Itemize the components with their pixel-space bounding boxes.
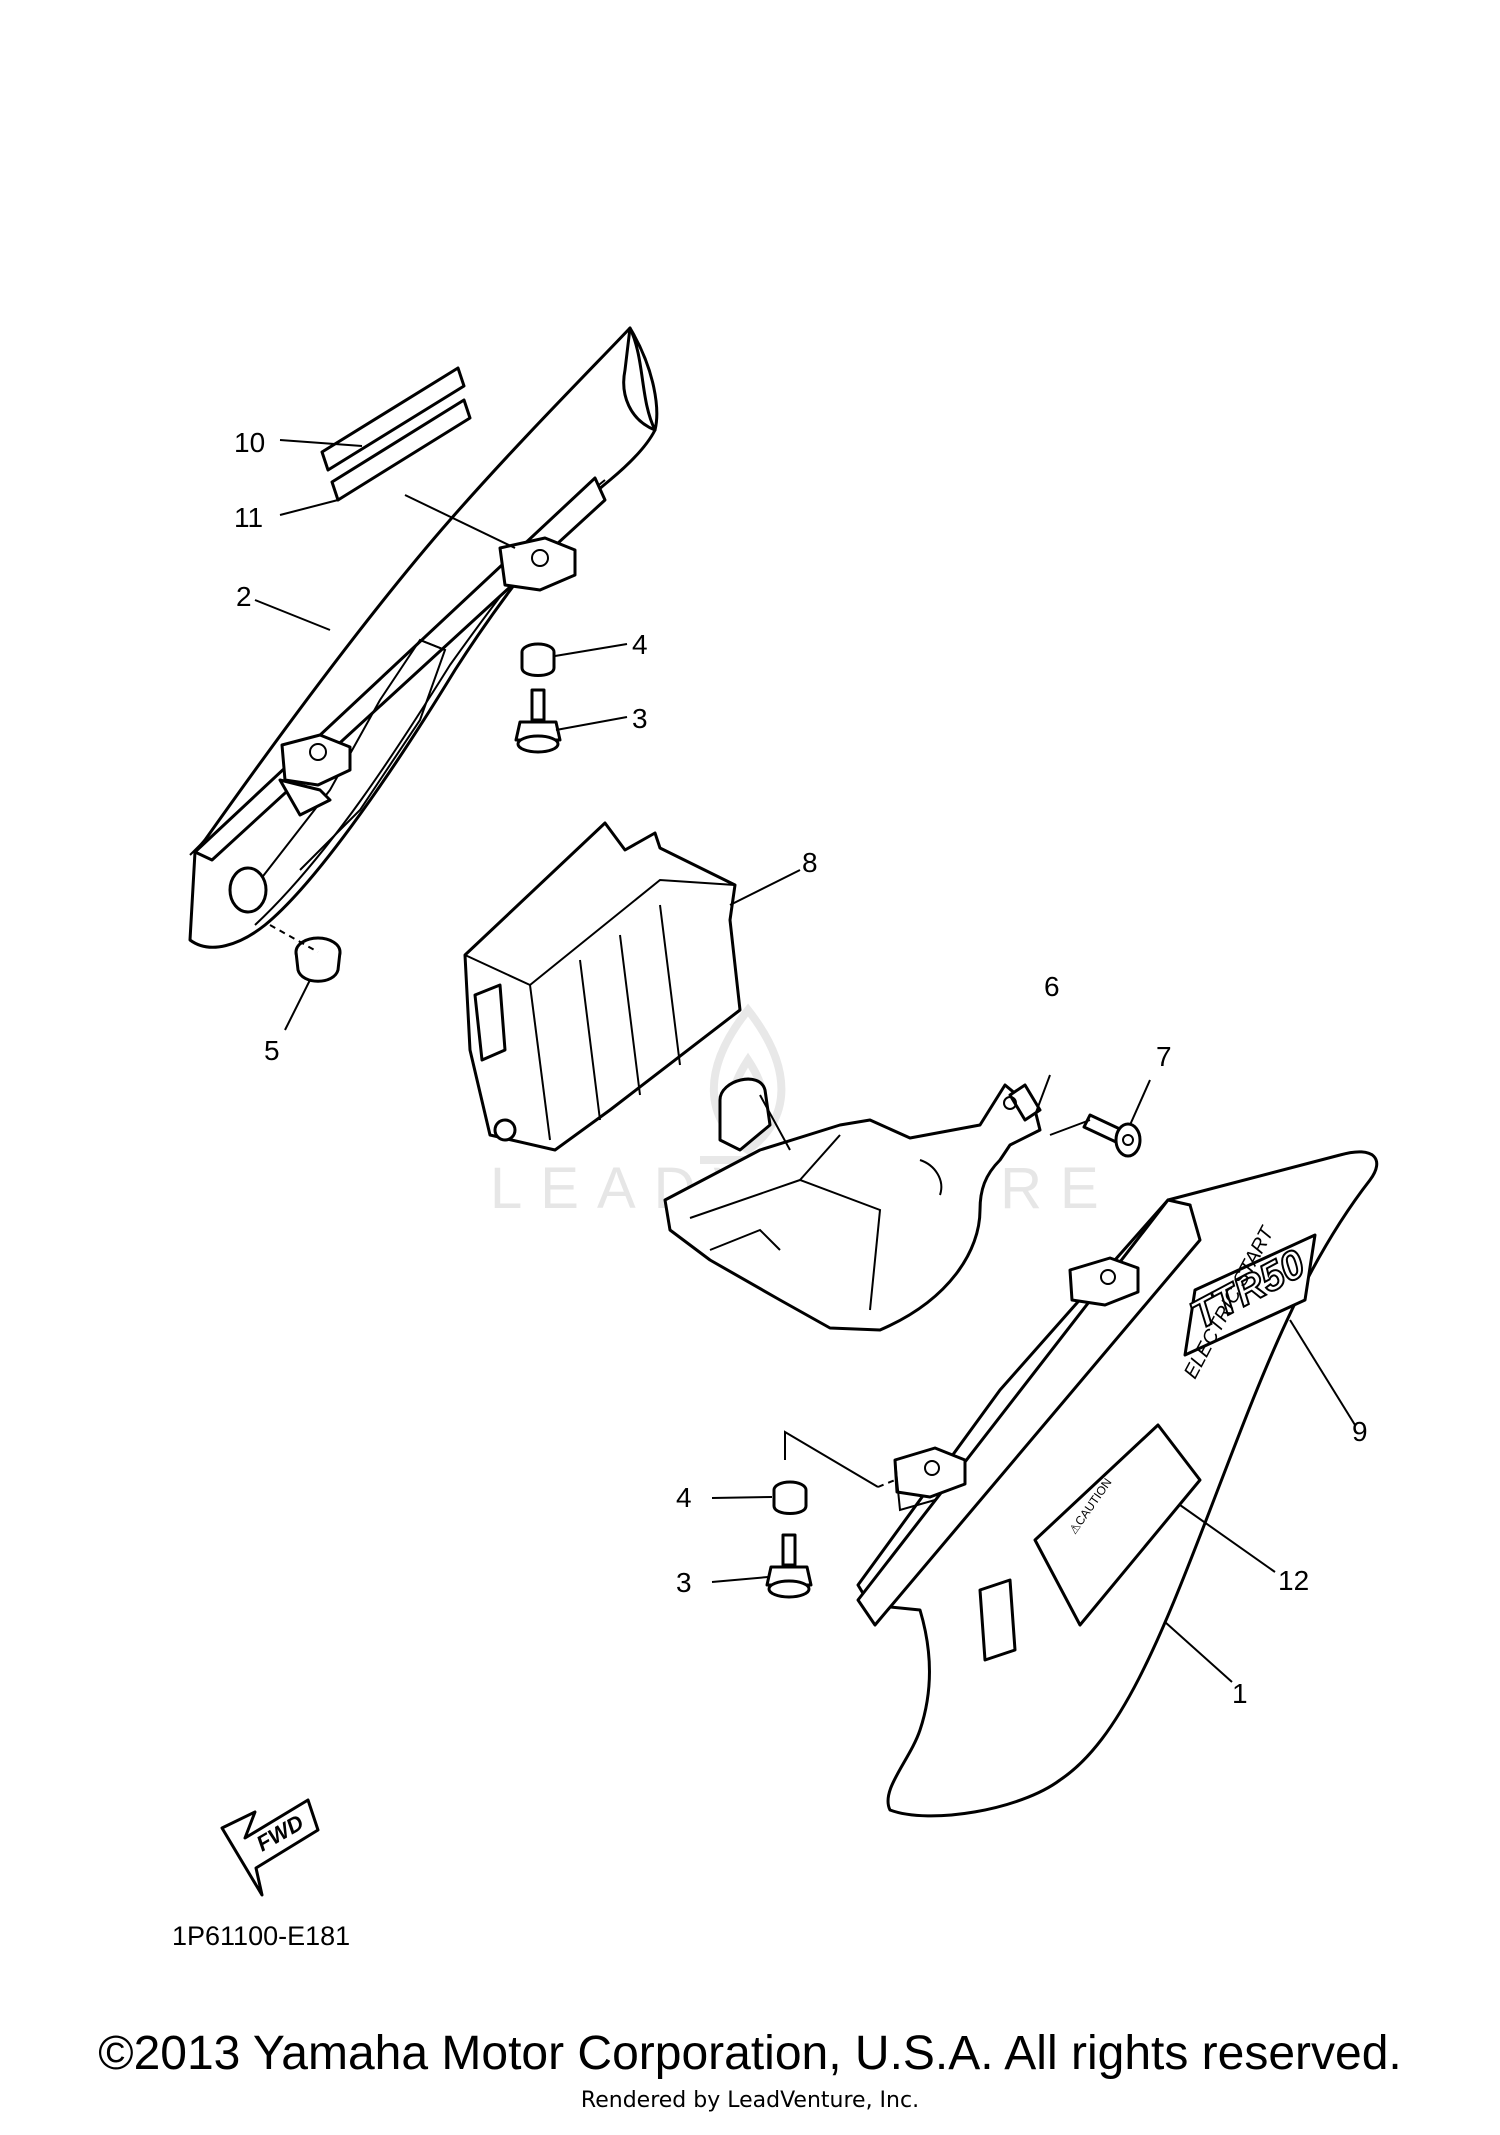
callout-6: 6 xyxy=(1044,971,1060,1002)
callout-4-lower: 4 xyxy=(676,1482,692,1513)
callout-7: 7 xyxy=(1156,1041,1172,1072)
decal-ttr50 xyxy=(1183,1233,1317,1357)
callout-4-upper: 4 xyxy=(632,629,648,660)
callout-8: 8 xyxy=(802,847,818,878)
bolt-lower xyxy=(765,1533,813,1599)
callout-3-upper: 3 xyxy=(632,703,648,734)
callout-numbers: 10 11 2 4 3 8 5 6 7 9 4 3 12 1 xyxy=(234,427,1368,1709)
decal-strip-10 xyxy=(320,366,466,472)
battery-cover xyxy=(663,1077,1042,1332)
callout-5: 5 xyxy=(264,1035,280,1066)
battery-box xyxy=(463,821,742,1152)
leader-lines xyxy=(254,439,1356,1683)
caution-label xyxy=(1033,1423,1202,1627)
side-cover-upper xyxy=(188,326,659,949)
diagram-code: 1P61100-E181 xyxy=(172,1921,350,1951)
callout-1: 1 xyxy=(1232,1678,1248,1709)
rendered-by-notice: Rendered by LeadVenture, Inc. xyxy=(580,2088,920,2113)
grommet xyxy=(294,936,342,983)
collar-upper xyxy=(520,642,556,677)
callout-9: 9 xyxy=(1352,1416,1368,1447)
side-cover-lower: TTR50 ELECTRIC START ⚠CAUTION xyxy=(856,1150,1379,1818)
callout-10: 10 xyxy=(234,427,265,458)
decal-strips xyxy=(320,366,472,502)
callout-12: 12 xyxy=(1278,1565,1309,1596)
bolt-upper xyxy=(514,688,562,754)
callout-3-lower: 3 xyxy=(676,1567,692,1598)
screw xyxy=(1082,1113,1142,1158)
fwd-arrow-icon: FWD xyxy=(220,1798,320,1897)
callout-2: 2 xyxy=(236,581,252,612)
callout-11: 11 xyxy=(234,502,263,533)
collar-lower xyxy=(772,1480,808,1515)
copyright-notice: ©2013 Yamaha Motor Corporation, U.S.A. A… xyxy=(98,2027,1402,2080)
